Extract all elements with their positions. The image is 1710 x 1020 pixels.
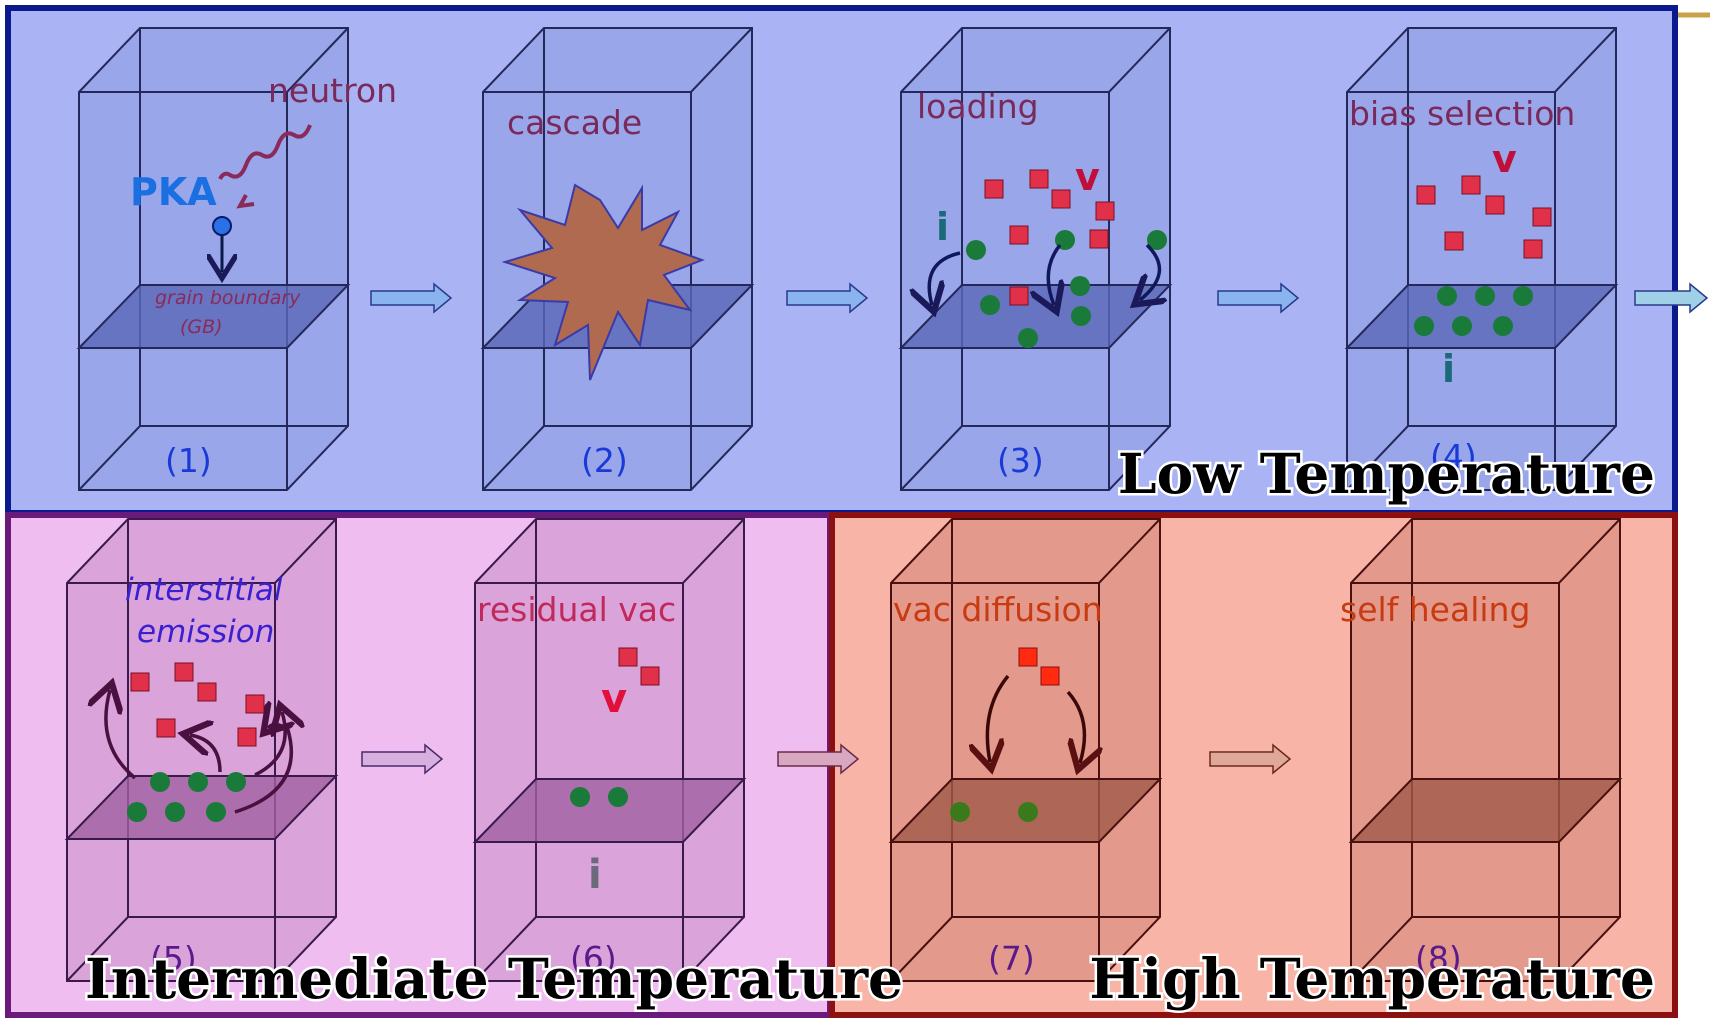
interstitial	[188, 772, 208, 792]
panel-4-title: bias selection	[1349, 94, 1575, 133]
panel-7: vac diffusion (7)	[888, 518, 1163, 982]
vacancy	[1009, 286, 1029, 306]
interstitial	[966, 240, 986, 260]
interstitial	[1513, 286, 1533, 306]
vacancy	[156, 718, 176, 738]
interstitial	[1475, 286, 1495, 306]
interstitial-label: i	[588, 852, 602, 898]
interstitial-label: i	[1442, 347, 1455, 391]
interstitial	[1452, 316, 1472, 336]
step-arrow	[777, 743, 860, 775]
step-arrow	[361, 743, 444, 775]
panel-8-number: (8)	[1415, 939, 1462, 978]
vacancy-label: v	[1075, 155, 1100, 199]
grain-boundary-label: grain boundary	[155, 287, 301, 309]
interstitial	[1493, 316, 1513, 336]
interstitial	[1414, 316, 1434, 336]
vacancy	[245, 694, 265, 714]
vacancy	[1018, 647, 1038, 667]
vacancy	[130, 672, 150, 692]
interstitial	[1071, 306, 1091, 326]
panel-6-number: (6)	[570, 939, 617, 978]
panel-6: residual vac v i (6)	[472, 518, 747, 982]
panel-3-number: (3)	[997, 441, 1044, 480]
vacancy-label: v	[601, 676, 627, 722]
vacancy	[1523, 239, 1543, 259]
vacancy	[1029, 169, 1049, 189]
panel-4-number: (4)	[1430, 437, 1477, 476]
panel-2-title: cascade	[507, 103, 642, 142]
panel-5-title-line2: emission	[137, 614, 274, 650]
vacancy	[1461, 175, 1481, 195]
panel-3-title: loading	[917, 87, 1039, 126]
interstitial	[1437, 286, 1457, 306]
high-temperature-label: High Temperature	[1089, 946, 1655, 1011]
panel-1: neutron PKA grain boundary (GB) (1)	[76, 27, 397, 491]
panel-7-number: (7)	[988, 939, 1035, 978]
panel-8: self healing (8)	[1340, 518, 1623, 982]
vacancy	[1416, 185, 1436, 205]
interstitial	[1070, 276, 1090, 296]
panel-2-number: (2)	[581, 441, 628, 480]
interstitial	[608, 787, 628, 807]
panel-1-number: (1)	[165, 441, 212, 480]
panel-1-title: neutron	[268, 71, 397, 110]
panel-3: loading v i (3)	[898, 27, 1173, 491]
gb-abbrev-label: (GB)	[180, 316, 223, 338]
intermediate-temperature-label: Intermediate Temperature	[85, 946, 903, 1011]
panel-6-title: residual vac	[477, 590, 676, 629]
step-arrow	[1209, 743, 1292, 775]
interstitial	[165, 802, 185, 822]
interstitial	[950, 802, 970, 822]
vacancy	[1051, 189, 1071, 209]
step-arrow	[1634, 282, 1709, 314]
vacancy	[618, 647, 638, 667]
vacancy	[1089, 229, 1109, 249]
interstitial	[570, 787, 590, 807]
panel-8-title: self healing	[1340, 590, 1530, 629]
step-arrow	[786, 282, 869, 314]
interstitial	[226, 772, 246, 792]
step-arrow	[370, 282, 453, 314]
interstitial	[980, 295, 1000, 315]
vacancy	[1009, 225, 1029, 245]
interstitial	[206, 802, 226, 822]
panel-5: interstitial emission (5)	[64, 518, 339, 982]
vacancy	[197, 682, 217, 702]
panel-4: bias selection v i (4)	[1344, 27, 1619, 491]
vacancy	[1095, 201, 1115, 221]
interstitial	[1147, 230, 1167, 250]
interstitial	[1018, 328, 1038, 348]
pka-atom	[212, 216, 232, 236]
interstitial	[127, 802, 147, 822]
panel-5-title: interstitial	[125, 572, 283, 608]
interstitial-label: i	[936, 205, 949, 249]
vacancy	[984, 179, 1004, 199]
vacancy	[1532, 207, 1552, 227]
panel-5-number: (5)	[150, 939, 197, 978]
neutron-wave	[218, 124, 312, 180]
step-arrow	[1217, 282, 1300, 314]
interstitial	[150, 772, 170, 792]
vacancy-label: v	[1492, 137, 1517, 181]
vacancy	[1485, 195, 1505, 215]
vacancy	[1040, 666, 1060, 686]
vacancy	[1444, 231, 1464, 251]
vacancy	[237, 727, 257, 747]
interstitial	[1018, 802, 1038, 822]
cascade-burst	[501, 183, 705, 381]
panel-7-title: vac diffusion	[893, 590, 1103, 629]
panel-2: cascade (2)	[480, 27, 755, 491]
pka-label: PKA	[130, 170, 217, 214]
vacancy	[174, 662, 194, 682]
vacancy	[640, 666, 660, 686]
low-temperature-label: Low Temperature	[1118, 441, 1655, 506]
